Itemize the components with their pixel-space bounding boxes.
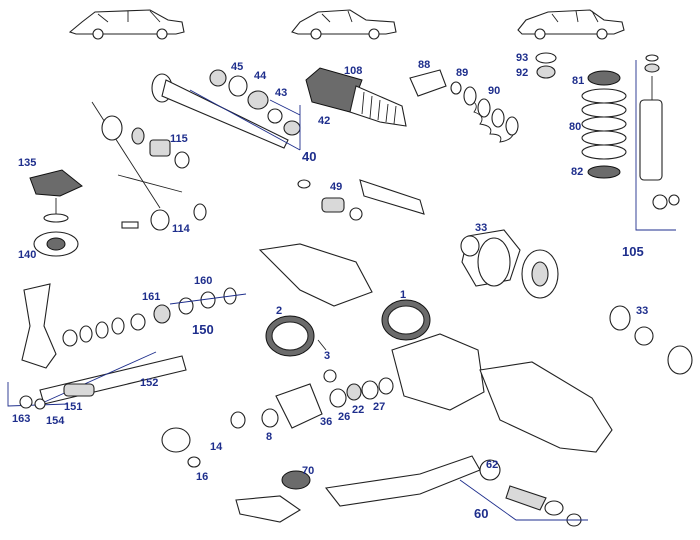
callout-70: 70 [302, 465, 314, 477]
callout-49: 49 [330, 181, 342, 193]
callout-135: 135 [18, 157, 36, 169]
callout-93: 93 [516, 52, 528, 64]
mount-parts [29, 169, 83, 257]
car-coupe-center [291, 9, 397, 40]
callout-44: 44 [254, 70, 267, 82]
callout-154: 154 [46, 415, 65, 427]
callout-1: 1 [400, 289, 406, 301]
callout-26: 26 [338, 411, 350, 423]
axle-boot [305, 67, 407, 127]
callout-45: 45 [231, 61, 243, 73]
callout-82: 82 [571, 166, 583, 178]
callout-33-upper: 33 [475, 222, 487, 234]
callout-36: 36 [320, 416, 332, 428]
axle-housing [391, 333, 693, 453]
callout-43: 43 [275, 87, 287, 99]
rubber-bushings [258, 243, 431, 357]
joint-parts [297, 179, 425, 221]
callout-33-lower: 33 [636, 305, 648, 317]
callout-16: 16 [196, 471, 208, 483]
callout-114: 114 [172, 223, 191, 235]
callout-108: 108 [344, 65, 362, 77]
callout-8: 8 [266, 431, 272, 443]
callout-161: 161 [142, 291, 160, 303]
car-sedan-right [517, 9, 625, 40]
callout-27: 27 [373, 401, 385, 413]
coil-spring-assembly [535, 52, 627, 179]
axle-shaft-assembly [151, 69, 301, 151]
callout-150: 150 [192, 322, 214, 337]
control-arm [324, 455, 588, 527]
callout-81: 81 [572, 75, 584, 87]
callout-60: 60 [474, 506, 488, 521]
callout-163: 163 [12, 413, 30, 425]
callout-140: 140 [18, 249, 36, 261]
callout-160: 160 [194, 275, 212, 287]
car-sedan-left [68, 9, 185, 40]
callout-14: 14 [210, 441, 223, 453]
callout-22: 22 [352, 404, 364, 416]
callout-40: 40 [302, 149, 316, 164]
callout-3: 3 [324, 350, 330, 362]
callout-152: 152 [140, 377, 158, 389]
callout-88: 88 [418, 59, 430, 71]
bracket-70 [235, 470, 311, 523]
shock-absorber [635, 54, 680, 231]
callout-151: 151 [64, 401, 82, 413]
differential-gears [460, 229, 654, 346]
callout-89: 89 [456, 67, 468, 79]
callout-92: 92 [516, 67, 528, 79]
callout-42: 42 [318, 115, 330, 127]
callout-80: 80 [569, 121, 581, 133]
bearing-stack [230, 369, 394, 429]
callout-115: 115 [170, 133, 188, 145]
callout-90: 90 [488, 85, 500, 97]
callout-105: 105 [622, 244, 644, 259]
bushing-set [19, 287, 247, 410]
small-spring-assembly [409, 69, 519, 143]
flange-part [161, 427, 201, 468]
callout-2: 2 [276, 305, 282, 317]
hub-bearing-parts [91, 101, 207, 231]
callout-62: 62 [486, 459, 498, 471]
